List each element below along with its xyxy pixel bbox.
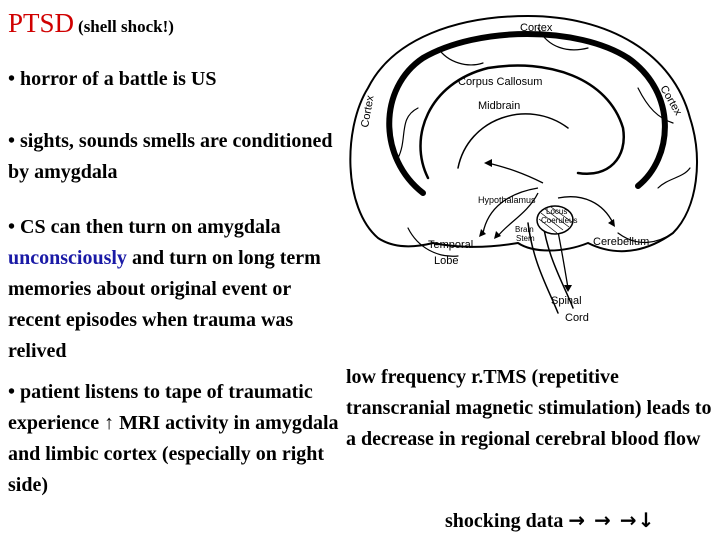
rtms-note: low frequency r.TMS (repetitive transcra… (346, 366, 712, 450)
label-corpus-callosum: Corpus Callosum (458, 76, 542, 88)
label-cortex-left: Cortex (359, 94, 377, 128)
label-locus-1: Locus (546, 207, 567, 216)
brain-diagram: Cortex Cortex Cortex Corpus Callosum Mid… (349, 14, 698, 324)
brain-outline (349, 14, 698, 253)
label-brain-stem-2: Stem (516, 234, 535, 243)
label-spinal-1: Spinal (551, 295, 582, 307)
label-cortex-top: Cortex (520, 22, 553, 34)
cortical-pathway (386, 31, 668, 196)
shocking-data-line: shocking data → → →↓ (445, 508, 655, 533)
corpus-callosum (419, 64, 626, 180)
spinal-cord (542, 222, 574, 309)
bullet-1: • horror of a battle is US (8, 68, 217, 90)
label-brain-stem-1: Brain (515, 225, 534, 234)
bullet-3-end: and turn on long term memories about ori… (8, 247, 321, 362)
shocking-data-label: shocking data (445, 510, 569, 532)
label-locus-2: Coeruleus (541, 216, 577, 225)
arrows-icon: → → →↓ (568, 508, 656, 532)
label-temporal-1: Temporal (428, 239, 473, 251)
label-cerebellum: Cerebellum (593, 236, 649, 248)
bullet-3-emphasis: unconsciously (8, 247, 127, 269)
bullet-2: • sights, sounds smells are conditioned … (8, 130, 333, 183)
title-main: PTSD (8, 8, 75, 38)
locus-coeruleus-region (536, 205, 574, 235)
bullet-4: • patient listens to tape of traumatic e… (8, 381, 339, 496)
bullet-3: • CS can then turn on amygdala unconscio… (8, 212, 343, 367)
label-midbrain: Midbrain (478, 100, 520, 112)
bullet-3-start: • CS can then turn on amygdala (8, 216, 281, 238)
label-temporal-2: Lobe (434, 255, 458, 267)
title-sub: (shell shock!) (78, 17, 174, 36)
slide-title: PTSD (shell shock!) (8, 8, 174, 39)
label-spinal-2: Cord (565, 312, 589, 324)
label-hypothalamus: Hypothalamus (478, 195, 536, 205)
